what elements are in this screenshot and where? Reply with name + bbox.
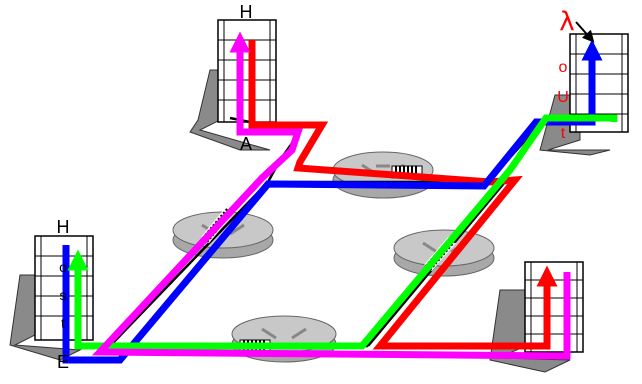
host-right-top-letter: t — [561, 125, 566, 142]
lightpath-green — [67, 114, 618, 350]
host-top-letter: A — [240, 134, 252, 154]
lightpath-red — [248, 40, 558, 350]
lambda-arrow-icon — [575, 21, 595, 43]
host-left-letters: H o s t E — [57, 217, 70, 372]
host-left-letter: E — [57, 352, 69, 372]
lightpath-magenta — [92, 31, 571, 360]
host-left-letter: s — [60, 287, 67, 303]
lambda-label: λ — [559, 7, 574, 37]
lightpath-blue — [62, 39, 603, 364]
protocol-stack-right-bottom — [524, 261, 584, 353]
host-right-top-letter: o — [559, 59, 568, 76]
host-right-top-letter: U — [557, 89, 569, 106]
host-left-letter: o — [59, 259, 67, 275]
host-top-letters: H A — [240, 2, 253, 154]
host-right-top-letters: o U t — [557, 59, 569, 142]
protocol-stack-top — [217, 19, 277, 123]
host-left-letter: H — [57, 217, 70, 237]
host-top-letter: H — [240, 2, 253, 22]
host-left-letter: t — [61, 315, 65, 331]
